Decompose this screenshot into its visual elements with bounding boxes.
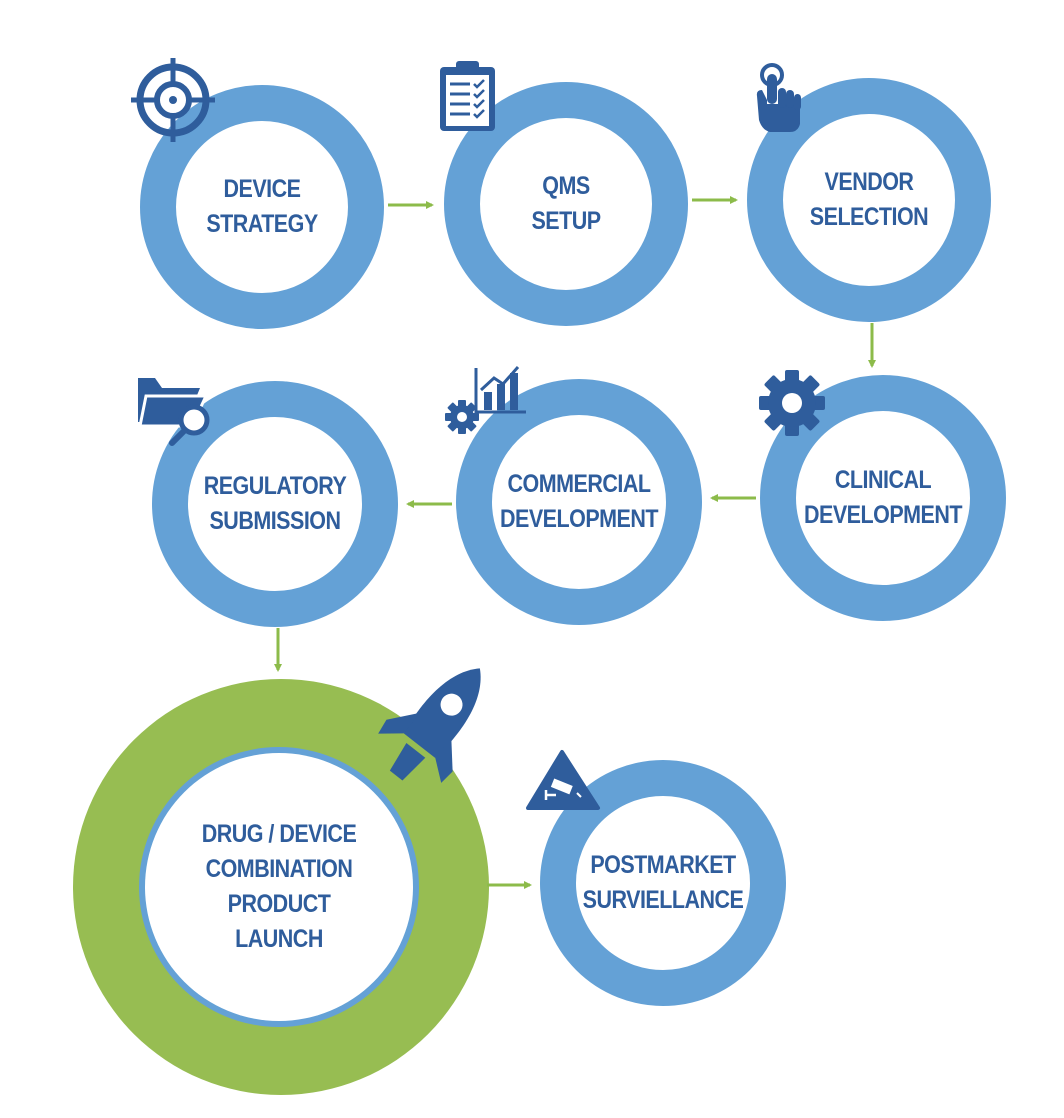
step-label-line: SUBMISSION <box>209 507 341 535</box>
step-product-launch: DRUG / DEVICE COMBINATION PRODUCT LAUNCH <box>145 753 413 1021</box>
step-label-line: LAUNCH <box>235 925 323 953</box>
step-label-line: VENDOR <box>824 168 914 196</box>
step-label: VENDOR SELECTION <box>795 114 943 286</box>
step-label-line: DRUG / DEVICE <box>201 820 357 848</box>
step-label: COMMERCIAL DEVELOPMENT <box>500 415 658 589</box>
step-commercial-development: COMMERCIAL DEVELOPMENT <box>456 379 702 625</box>
step-label: QMS SETUP <box>492 118 640 290</box>
step-label-line: SETUP <box>531 207 601 235</box>
step-regulatory-submission: REGULATORY SUBMISSION <box>152 381 398 627</box>
step-label-line: QMS <box>542 172 590 200</box>
step-label-line: SURVIELLANCE <box>582 886 744 914</box>
step-label-line: PRODUCT <box>227 890 331 918</box>
step-label: POSTMARKET SURVIELLANCE <box>583 796 744 970</box>
step-label-line: DEVELOPMENT <box>500 505 658 533</box>
step-vendor-selection: VENDOR SELECTION <box>747 78 991 322</box>
step-clinical-development: CLINICAL DEVELOPMENT <box>760 375 1006 621</box>
step-label-line: POSTMARKET <box>590 851 736 879</box>
step-label-line: REGULATORY <box>203 472 347 500</box>
step-label-line: COMBINATION <box>205 855 353 883</box>
step-label-line: CLINICAL <box>834 466 932 494</box>
step-label: DEVICE STRATEGY <box>188 121 336 293</box>
step-qms-setup: QMS SETUP <box>444 82 688 326</box>
step-label-line: DEVELOPMENT <box>804 501 962 529</box>
step-label-line: DEVICE <box>223 175 301 203</box>
step-label-line: COMMERCIAL <box>507 470 651 498</box>
step-label: DRUG / DEVICE COMBINATION PRODUCT LAUNCH <box>164 753 394 1021</box>
step-label-line: SELECTION <box>809 203 929 231</box>
step-label-line: STRATEGY <box>206 210 318 238</box>
step-label: REGULATORY SUBMISSION <box>200 417 350 591</box>
step-postmarket: POSTMARKET SURVIELLANCE <box>540 760 786 1006</box>
step-device-strategy: DEVICE STRATEGY <box>140 85 384 329</box>
step-label: CLINICAL DEVELOPMENT <box>804 411 962 585</box>
